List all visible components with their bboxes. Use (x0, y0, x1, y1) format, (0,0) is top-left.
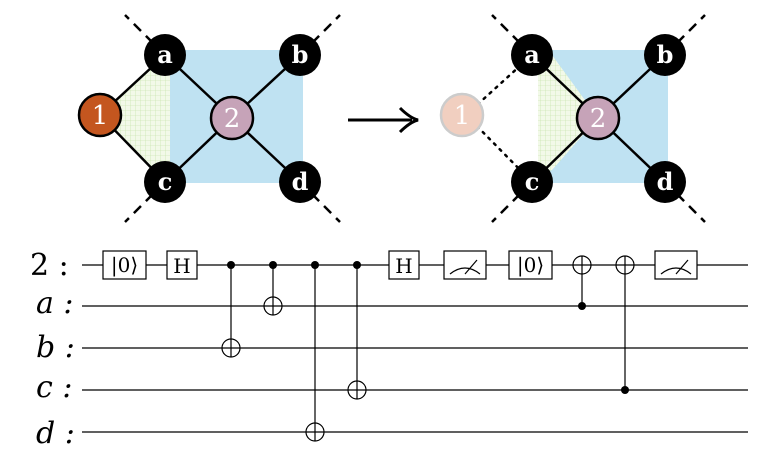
left-qubit-d (279, 161, 321, 203)
reset-gate-2-label: |0⟩ (517, 253, 544, 278)
cnot-2-b (221, 261, 241, 358)
right-qubit-d-label: d (657, 167, 674, 196)
cnot-a-2 (572, 255, 592, 310)
wire-label-b: b : (36, 330, 75, 365)
left-qubit-c (144, 161, 186, 203)
cnot-c-2 (615, 255, 635, 394)
measurement-gate-2 (654, 250, 698, 280)
wire-label-d: d : (36, 416, 75, 451)
measurement-gate-1 (443, 250, 487, 280)
reset-gate-1: |0⟩ (102, 250, 147, 280)
right-ancilla-2-label: 2 (590, 104, 607, 134)
cnot-2-c (347, 261, 367, 400)
left-qubit-a (144, 34, 186, 76)
left-ancilla-2 (209, 95, 255, 141)
circuit: 2 : a : b : c : d : |0⟩ H (30, 248, 748, 451)
hadamard-gate-2-label: H (395, 254, 412, 278)
hadamard-gate-1-label: H (173, 254, 190, 278)
left-qubit-a-label: a (157, 40, 173, 69)
left-qubit-c-label: c (158, 167, 173, 196)
hadamard-gate-2: H (388, 250, 420, 280)
left-qubit-d-label: d (292, 167, 309, 196)
right-qubit-b (644, 34, 686, 76)
right-qubit-a-label: a (524, 40, 540, 69)
right-ancilla-1-faded (439, 92, 485, 138)
hadamard-gate-1: H (166, 250, 198, 280)
left-graph: 1 2 a b c d (77, 14, 341, 223)
right-ancilla-1-label: 1 (454, 101, 471, 131)
wire-label-a: a : (36, 286, 74, 321)
left-ancilla-2-label: 2 (224, 104, 241, 134)
plaquette-green (100, 50, 170, 182)
left-qubit-b (279, 34, 321, 76)
reset-gate-1-label: |0⟩ (111, 253, 138, 278)
right-ancilla-2 (575, 95, 621, 141)
right-qubit-c (511, 161, 553, 203)
cnot-2-a (263, 261, 283, 316)
left-ancilla-1-label: 1 (92, 101, 109, 131)
left-ancilla-1 (77, 92, 123, 138)
wire-label-2: 2 : (30, 248, 69, 283)
wire-label-c: c : (36, 370, 72, 405)
right-qubit-c-label: c (525, 167, 540, 196)
cnot-2-d (305, 261, 325, 442)
right-qubit-a (511, 34, 553, 76)
right-qubit-b-label: b (657, 40, 674, 69)
left-qubit-b-label: b (292, 40, 309, 69)
right-qubit-d (644, 161, 686, 203)
reset-gate-2: |0⟩ (508, 250, 553, 280)
plaquette-green-right (538, 55, 598, 176)
transform-arrow (348, 106, 419, 134)
right-graph: 1 2 a b c d (439, 14, 706, 223)
